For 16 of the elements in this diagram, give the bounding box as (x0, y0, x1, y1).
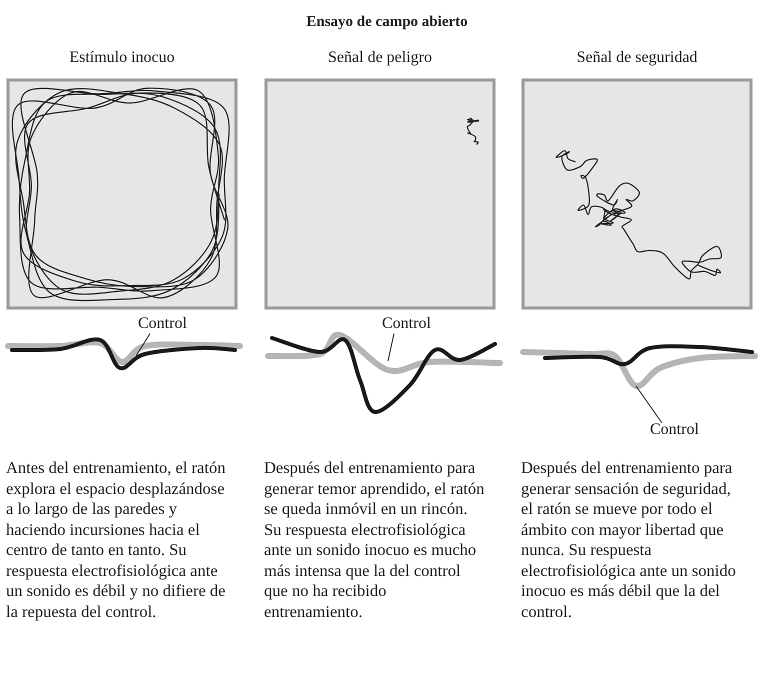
leader-line (636, 386, 662, 424)
description-text: Después del entrenamiento para generar temor aprendido, el ratón se queda inmóvil en un rincón. Su respuesta electrofisiológica ante un sonido inocuo es mucho más intensa que la del control que no ha recibido entrenamiento. (264, 458, 486, 622)
panel-heading: Estímulo inocuo (68, 48, 176, 68)
panel-heading: Señal de seguridad (576, 48, 698, 68)
control-trace (520, 349, 758, 390)
description-text: Después del entrenamiento para generar sensación de seguridad, el ratón se mueve por todo el ámbito con mayor libertad que nunca. Su respuesta electrofisiológica ante un sonido inocuo es más débil que la del control. (521, 458, 737, 622)
trace-label: Control (138, 314, 187, 334)
description-text: Antes del entrenamiento, el ratón explora el espacio desplazándose a lo largo de las paredes y haciendo incursiones hacia el centro de tanto en tanto. Su respuesta electrofisiológica ante un sonido es débil y no difiere de la repuesta del control. (6, 458, 226, 622)
figure-title: Ensayo de campo abierto (305, 13, 469, 32)
panel-heading: Señal de peligro (327, 48, 433, 68)
trace-label: Control (382, 314, 431, 334)
leader-line (136, 333, 150, 356)
control-trace (265, 332, 503, 374)
leader-line (388, 333, 394, 362)
control-trace (5, 339, 243, 365)
trace-label: Control (650, 420, 699, 440)
